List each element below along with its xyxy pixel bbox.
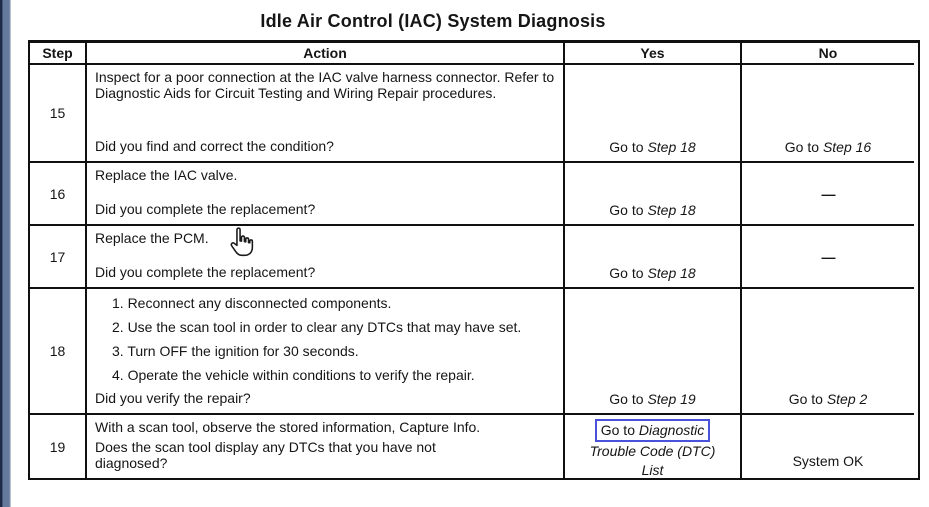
action-text: With a scan tool, observe the stored inf… xyxy=(95,419,481,435)
column-header-yes: Yes xyxy=(565,43,742,65)
no-dash-placeholder: — xyxy=(742,226,914,289)
action-cell: Replace the IAC valve. Did you complete … xyxy=(87,163,565,226)
step-number: 16 xyxy=(30,163,87,226)
numbered-list-item: 2. Use the scan tool in order to clear a… xyxy=(112,319,522,335)
link-focus-box[interactable]: Go to Diagnostic xyxy=(594,419,711,442)
numbered-list-item: 1. Reconnect any disconnected components… xyxy=(112,295,392,311)
question-text: Did you verify the repair? xyxy=(95,390,251,406)
action-cell: With a scan tool, observe the stored inf… xyxy=(87,415,565,478)
hand-pointer-cursor xyxy=(230,227,254,257)
question-text: Did you find and correct the condition? xyxy=(95,138,334,154)
numbered-list-item: 3. Turn OFF the ignition for 30 seconds. xyxy=(112,343,359,359)
step-number: 15 xyxy=(30,65,87,163)
yes-dtc-list-link-cell: Go to Diagnostic Trouble Code (DTC) List xyxy=(565,415,742,478)
page-title: Idle Air Control (IAC) System Diagnosis xyxy=(260,11,606,31)
column-header-step: Step xyxy=(30,43,87,65)
yes-goto-text: Go to Step 18 xyxy=(565,65,742,163)
action-text: Inspect for a poor connection at the IAC… xyxy=(95,69,555,101)
column-header-no: No xyxy=(742,43,914,65)
question-text: Did you complete the replacement? xyxy=(95,264,316,280)
step-number: 19 xyxy=(30,415,87,478)
numbered-list-item: 4. Operate the vehicle within conditions… xyxy=(112,367,475,383)
window-left-edge xyxy=(0,0,11,507)
system-ok-text: System OK xyxy=(792,453,864,469)
diagnosis-table: Step Action Yes No 15 Inspect for a poor… xyxy=(28,40,920,480)
dtc-link-line2: Trouble Code (DTC) xyxy=(589,443,716,459)
dtc-link-line3: List xyxy=(641,462,664,478)
action-cell: Inspect for a poor connection at the IAC… xyxy=(87,65,565,163)
question-text: Does the scan tool display any DTCs that… xyxy=(95,439,436,471)
no-goto-text: Go to Step 2 xyxy=(742,289,914,415)
yes-goto-text: Go to Step 18 xyxy=(565,163,742,226)
action-cell: 1. Reconnect any disconnected components… xyxy=(87,289,565,415)
yes-goto-text: Go to Step 19 xyxy=(565,289,742,415)
step-number: 18 xyxy=(30,289,87,415)
no-goto-text: Go to Step 16 xyxy=(742,65,914,163)
no-dash-placeholder: — xyxy=(742,163,914,226)
action-cell: Replace the PCM. Did you complete the re… xyxy=(87,226,565,289)
action-text: Replace the IAC valve. xyxy=(95,167,238,183)
question-text: Did you complete the replacement? xyxy=(95,201,316,217)
step-number: 17 xyxy=(30,226,87,289)
yes-goto-text: Go to Step 18 xyxy=(565,226,742,289)
action-text: Replace the PCM. xyxy=(95,230,209,246)
column-header-action: Action xyxy=(87,43,565,65)
